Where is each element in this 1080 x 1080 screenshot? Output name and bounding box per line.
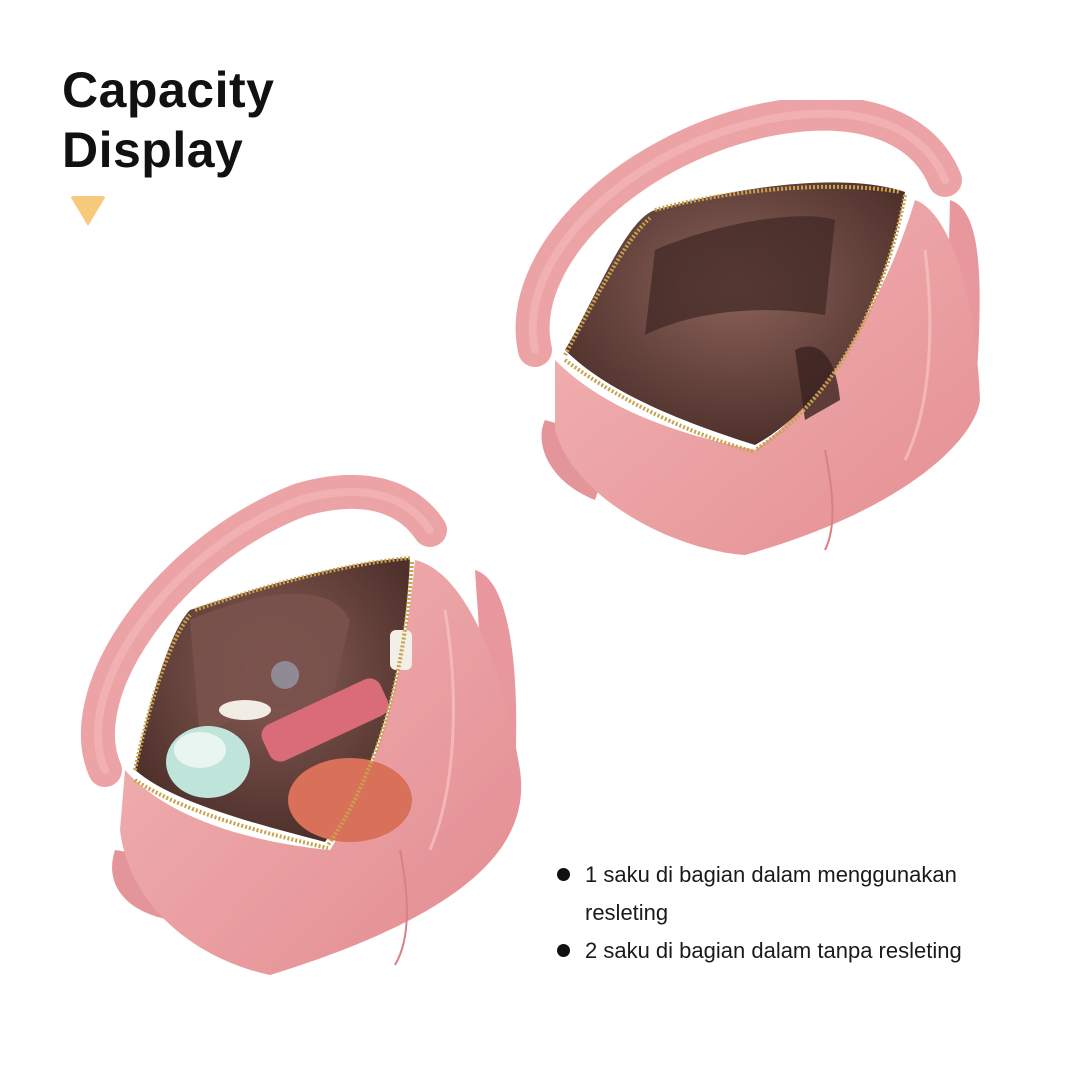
- triangle-marker-icon: [70, 196, 106, 226]
- page-title: Capacity Display: [62, 60, 274, 180]
- feature-item-open-pockets: 2 saku di bagian dalam tanpa resleting: [556, 932, 1036, 970]
- feature-text: 1 saku di bagian dalam menggunakan resle…: [585, 862, 957, 925]
- title-line-1: Capacity: [62, 62, 275, 118]
- feature-text: 2 saku di bagian dalam tanpa resleting: [585, 938, 962, 963]
- bullet-icon: [557, 944, 570, 957]
- bullet-icon: [557, 868, 570, 881]
- bag-filled-contents-image: [81, 475, 522, 975]
- feature-item-zip-pocket: 1 saku di bagian dalam menggunakan resle…: [556, 856, 1036, 932]
- bag-open-empty-image: [515, 100, 980, 555]
- title-line-2: Display: [62, 122, 244, 178]
- feature-list: 1 saku di bagian dalam menggunakan resle…: [556, 856, 1036, 970]
